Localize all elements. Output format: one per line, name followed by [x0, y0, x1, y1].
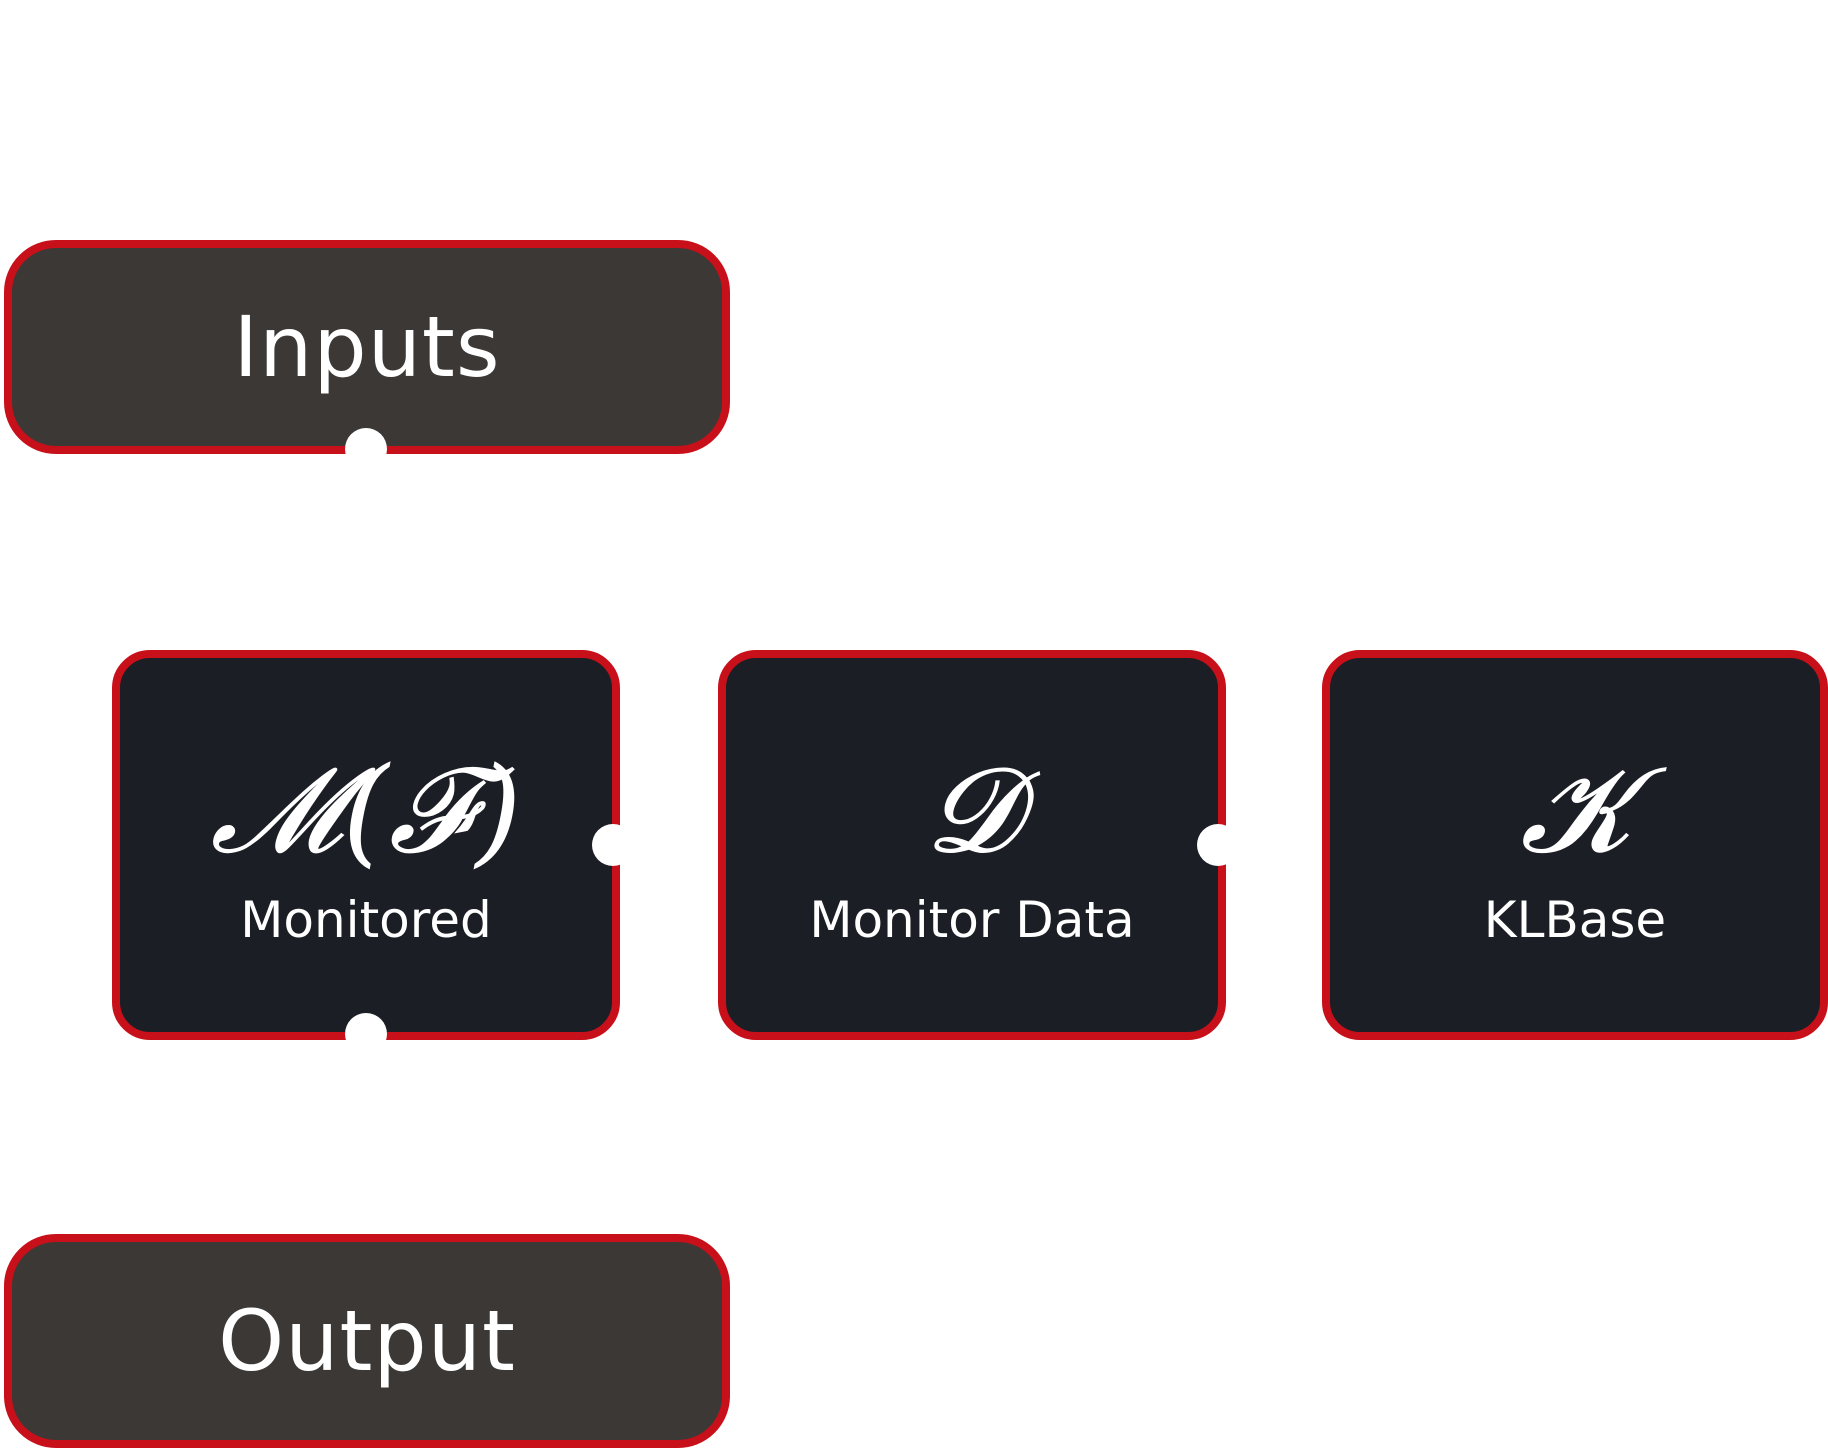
inputs-label: Inputs [233, 298, 501, 396]
monitored-right-port[interactable] [592, 824, 634, 866]
output-label: Output [218, 1292, 516, 1390]
monitor-data-right-port[interactable] [1197, 824, 1239, 866]
monitor-data-label: Monitor Data [809, 891, 1135, 949]
monitor-data-node[interactable]: 𝓓 Monitor Data [718, 650, 1226, 1040]
monitor-data-symbol: 𝓓 [926, 741, 1018, 879]
monitored-bottom-port[interactable] [345, 1013, 387, 1055]
inputs-bottom-port[interactable] [345, 428, 387, 470]
monitored-symbol: 𝓜(𝓕) [210, 741, 522, 879]
klbase-node[interactable]: 𝓚 KLBase [1322, 650, 1828, 1040]
klbase-label: KLBase [1483, 891, 1667, 949]
output-node[interactable]: Output [4, 1234, 730, 1448]
inputs-node[interactable]: Inputs [4, 240, 730, 454]
klbase-symbol: 𝓚 [1520, 741, 1630, 879]
monitored-label: Monitored [240, 891, 492, 949]
monitored-node[interactable]: 𝓜(𝓕) Monitored [112, 650, 620, 1040]
